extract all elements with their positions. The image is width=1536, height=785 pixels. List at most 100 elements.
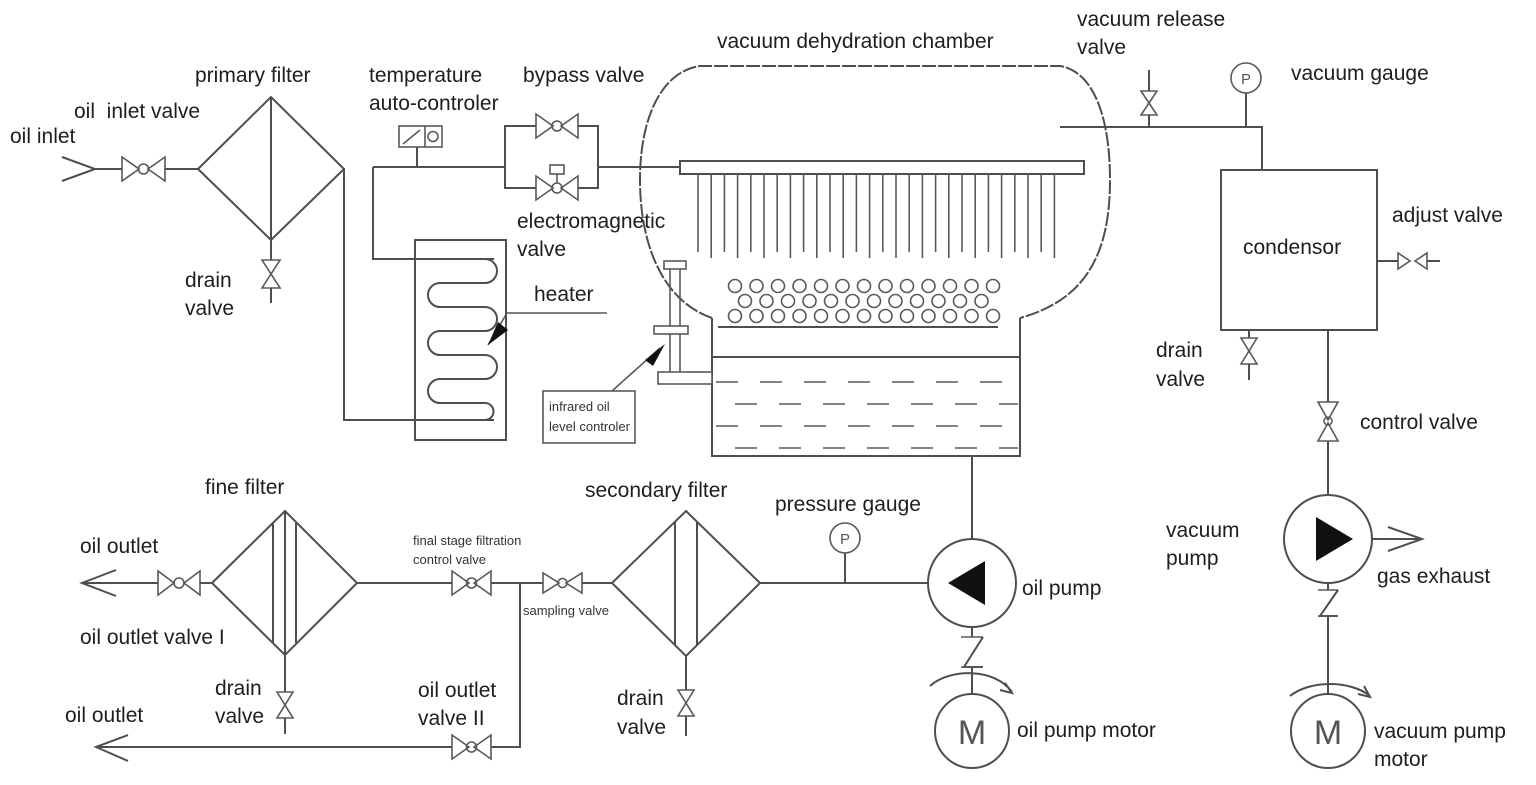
oil-outlet-valve-2 [451,733,492,761]
packing-ring [921,308,936,324]
packing-ring [866,293,882,309]
packing-ring [985,278,1001,294]
heater-pointer [487,312,607,346]
gas-exhaust-arrow [1372,526,1426,552]
control-valve [1316,401,1340,442]
packing-ring [888,293,903,309]
label-condensor: condensor [1243,236,1341,259]
packing-ring [792,308,807,324]
packing-ring [759,293,774,309]
packing-ring [964,308,979,324]
spray-header [679,160,1085,175]
packing-ring [813,278,829,294]
pressure-gauge-letter: P [840,531,850,548]
packing-ring [974,293,989,309]
label-oil-inlet: oil inlet [10,125,76,148]
label-fine-drain-1: drain [215,677,262,700]
packing-ring [878,278,893,294]
label-electromagnetic-2: valve [517,238,566,261]
label-secondary-filter: secondary filter [585,479,727,502]
label-vacuum-pump-motor-1: vacuum pump [1374,720,1506,743]
infrared-pointer [542,344,665,444]
packing-rings [727,278,1001,324]
packing-ring [802,293,817,309]
label-heater: heater [534,283,594,306]
pressure-gauge [829,522,861,583]
label-oil-outlet-2: oil outlet [65,704,143,727]
label-infrared-1: infrared oil [549,399,610,414]
label-condensor-drain-1: drain [1156,339,1203,362]
infrared-level-controller [653,260,713,385]
oil-pump-motor [929,672,1015,769]
label-fine-drain-2: valve [215,705,264,728]
label-final-stage-1: final stage filtration [413,533,521,548]
packing-ring [749,308,764,324]
packing-ring [942,308,958,324]
final-stage-control-valve [451,569,492,597]
packing-ring [856,278,872,294]
packing-ring [737,293,753,309]
sampling-valve [542,571,583,595]
packing-ring [749,278,764,294]
label-final-stage-2: control valve [413,552,486,567]
label-secondary-drain-1: drain [617,687,664,710]
packing-ring [727,308,743,324]
fine-drain-valve [275,655,295,734]
oil-inlet-valve [121,155,166,183]
packing-ring [823,293,839,309]
electromagnetic-valve [504,164,599,202]
temperature-controller [398,125,443,167]
label-pressure-gauge: pressure gauge [775,493,921,516]
primary-drain-valve [260,240,282,303]
label-oil-outlet-valve-2-2: valve II [418,707,485,730]
oil-surface-dashes [716,381,1018,449]
packing-ring [770,278,786,294]
label-condensor-drain-2: valve [1156,368,1205,391]
heater [373,239,507,441]
vacuum-pump-motor [1289,683,1372,769]
packing-ring [878,308,893,324]
label-primary-filter: primary filter [195,64,311,87]
packing-ring [909,293,925,309]
vacuum-pump-motor-letter: M [1314,714,1342,752]
secondary-drain-valve [676,656,696,736]
oil-inlet-arrow [61,156,122,182]
label-electromagnetic-1: electromagnetic [517,210,665,233]
label-primary-drain-1: drain [185,269,232,292]
oil-pump-motor-letter: M [958,714,986,752]
packing-ring [770,308,786,324]
oil-outlet-arrow-2 [93,734,452,762]
adjust-valve [1377,251,1440,271]
packing-ring [835,278,850,294]
packing-ring [845,293,860,309]
packing-ring [727,278,743,294]
primary-filter [196,95,346,242]
packing-ring [942,278,958,294]
bypass-valve [504,112,599,167]
oil-outlet-valve-1 [157,569,212,597]
label-oil-pump-motor: oil pump motor [1017,719,1156,742]
vacuum-gauge-letter: P [1241,71,1251,88]
vacuum-gauge [1230,62,1262,127]
label-vacuum-release-2: valve [1077,36,1126,59]
fine-filter [210,509,359,657]
label-temperature-1: temperature [369,64,482,87]
label-vacuum-release-1: vacuum release [1077,8,1225,31]
packing-ring [899,308,915,324]
packing-ring [921,278,936,294]
vacuum-pump [1283,494,1373,584]
label-primary-drain-2: valve [185,297,234,320]
label-vacuum-pump-motor-2: motor [1374,748,1428,771]
packing-ring [964,278,979,294]
condensor-drain-valve [1239,330,1259,380]
secondary-filter [610,509,762,658]
packing-ring [856,308,872,324]
packing-ring [813,308,829,324]
label-oil-outlet-valve-1: oil outlet valve I [80,626,225,649]
label-infrared-2: level controler [549,419,631,434]
oil-pump-coupling [961,627,984,697]
packing-ring [792,278,807,294]
vacuum-dehydration-chamber [638,65,1112,457]
